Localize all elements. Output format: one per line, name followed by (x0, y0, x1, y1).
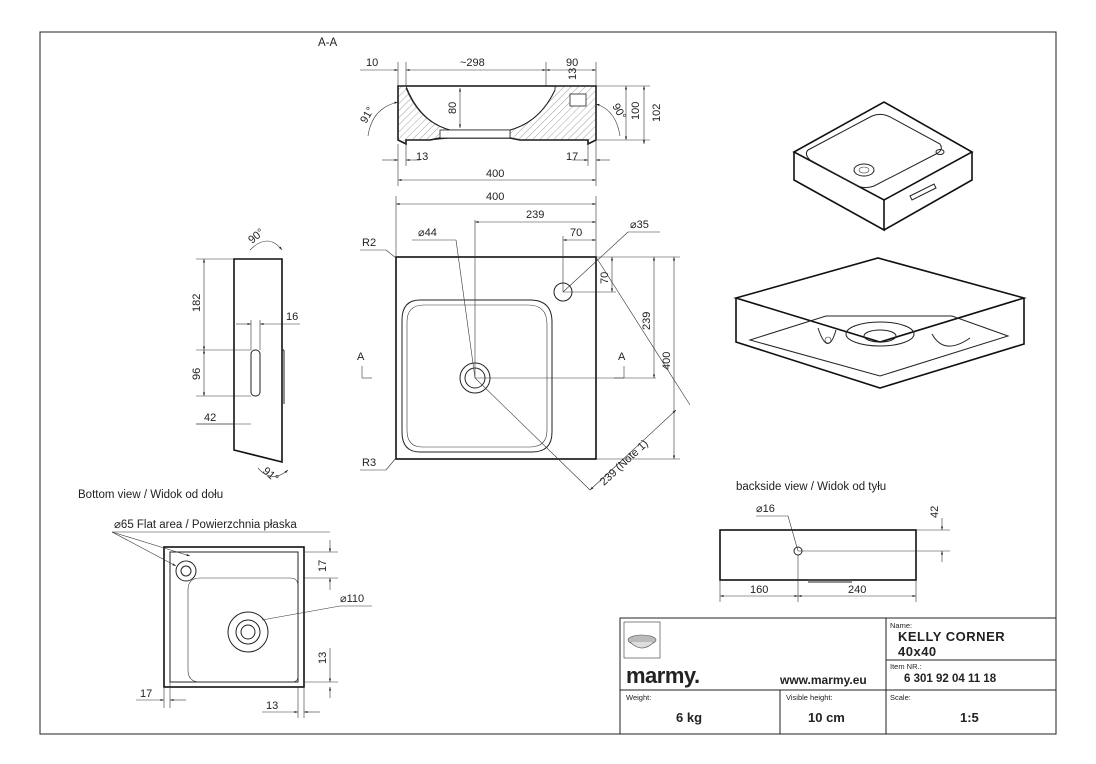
item-label: Item NR.: (890, 662, 922, 671)
dim-side-angle-top: 90° (246, 226, 266, 246)
dim-drain-hole: ⌀44 (418, 227, 437, 239)
dim-bottom-side-13: 13 (317, 652, 329, 664)
dim-radius-bottom: R3 (362, 457, 376, 469)
dim-rim: 13 (567, 68, 579, 80)
dim-bottom-drain: ⌀110 (340, 593, 364, 605)
scale-label: Scale: (890, 693, 911, 702)
dim-tap-x: 70 (570, 227, 582, 239)
dim-height-outer: 100 (630, 102, 642, 120)
name-label: Name: (890, 621, 912, 630)
website[interactable]: www.marmy.eu (779, 673, 867, 687)
weight-value: 6 kg (676, 710, 702, 725)
dim-top-height: 400 (661, 352, 673, 370)
weight-label: Weight: (626, 693, 651, 702)
basin-logo-icon (623, 621, 661, 659)
section-mark-left: A (357, 351, 365, 363)
dim-bottom-13: 13 (266, 700, 278, 712)
isometric-bottom-view (733, 257, 1027, 389)
section-mark-right: A (618, 351, 626, 363)
product-name-line2: 40x40 (898, 644, 937, 659)
dim-slot-width: 16 (286, 311, 298, 323)
brand-logo: marmy. (626, 663, 700, 688)
section-title: A-A (318, 37, 338, 49)
dim-bottom-right: 17 (566, 151, 578, 163)
height-label: Visible height: (786, 693, 833, 702)
dim-right-part: 90 (566, 57, 578, 69)
dim-drain-x: 239 (526, 209, 544, 221)
height-value: 10 cm (808, 710, 845, 725)
title-block: marmy. www.marmy.eu Name: KELLY CORNER 4… (619, 617, 1057, 735)
dim-back-hole-y: 42 (929, 506, 941, 518)
dim-side-angle-bottom: 91° (260, 465, 280, 485)
isometric-top-view (792, 101, 974, 232)
dim-back-hole: ⌀16 (756, 503, 775, 515)
dim-tap-hole: ⌀35 (630, 219, 649, 231)
dim-inner-width: ~298 (460, 57, 485, 69)
drawing-border (39, 31, 1057, 735)
dim-bottom-17: 17 (140, 688, 152, 700)
section-view-a-a: A-A 10 ~298 90 13 80 100 102 91° 90° (318, 37, 663, 186)
side-view: 182 96 16 42 90° 91° (191, 226, 300, 485)
dim-diagonal: 239 (Note 1) (598, 438, 651, 488)
flat-area-label: ⌀65 Flat area / Powierzchnia płaska (114, 519, 297, 531)
dim-left-wall: 10 (366, 57, 378, 69)
dim-tap-y: 70 (599, 272, 611, 284)
iso-drain (845, 321, 915, 347)
dim-slot-height: 96 (191, 368, 203, 380)
back-view: backside view / Widok od tyłu ⌀16 42 160… (719, 481, 950, 602)
scale-value: 1:5 (960, 710, 979, 725)
item-number: 6 301 92 04 11 18 (904, 673, 997, 685)
dim-bottom-side-17: 17 (317, 560, 329, 572)
product-name-line1: KELLY CORNER (898, 629, 1005, 644)
section-hatch-left (397, 85, 451, 145)
dim-top-width: 400 (486, 191, 504, 203)
dim-section-width: 400 (486, 168, 504, 180)
dim-depth-inner: 80 (447, 102, 459, 114)
bottom-drain (227, 611, 269, 653)
dim-bottom-left: 13 (416, 151, 428, 163)
dim-back-right: 240 (848, 584, 866, 596)
dim-radius-top: R2 (362, 237, 376, 249)
dim-side-bottom: 42 (204, 412, 216, 424)
dim-side-top-height: 182 (191, 294, 203, 312)
bottom-view: Bottom view / Widok od dołu ⌀65 Flat are… (78, 489, 372, 718)
dim-drain-y: 239 (641, 312, 653, 330)
dim-back-left: 160 (750, 584, 768, 596)
top-view: 400 239 70 70 ⌀35 ⌀44 239 400 239 (Note … (357, 191, 691, 491)
back-view-title: backside view / Widok od tyłu (736, 481, 886, 493)
dim-angle-right: 90° (609, 102, 628, 122)
dim-angle-left: 91° (358, 105, 377, 125)
dim-height-total: 102 (651, 104, 663, 122)
bottom-view-title: Bottom view / Widok od dołu (78, 489, 223, 501)
bottom-tap-hole (175, 560, 197, 582)
